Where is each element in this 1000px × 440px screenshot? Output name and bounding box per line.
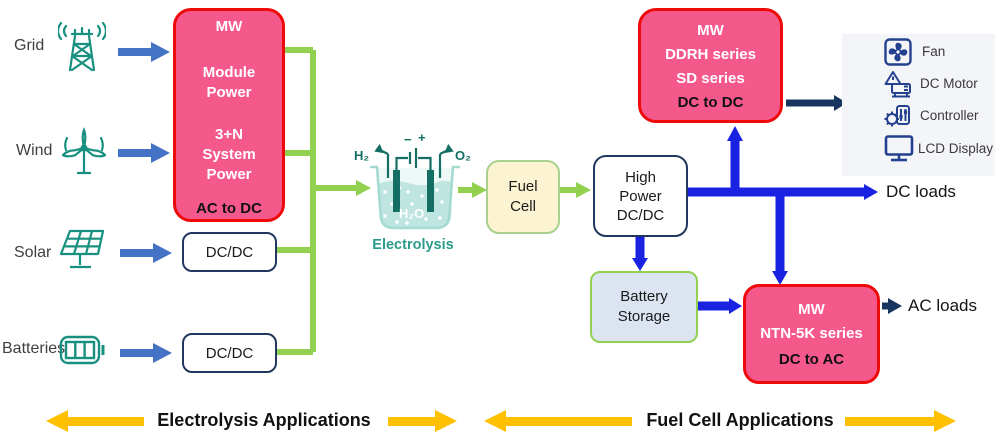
minus-terminal-label: −	[404, 132, 412, 147]
battery-storage-box: Battery Storage	[590, 271, 698, 343]
rectifier-line: Power	[206, 166, 252, 183]
navy-arrowheads	[834, 95, 902, 314]
green-bus-lines	[277, 47, 576, 355]
beaker-outline	[369, 165, 461, 230]
battery-storage-line: Storage	[617, 308, 671, 325]
wind-turbine-icon	[62, 127, 106, 175]
plus-terminal-label: +	[418, 130, 426, 145]
blue-bus-lines	[635, 140, 864, 311]
fuel-cell-applications-label: Fuel Cell Applications	[646, 410, 834, 430]
fuel-cell-line: Cell	[510, 198, 536, 215]
high-power-line: DC/DC	[616, 206, 665, 224]
rectifier-line: 3+N	[215, 126, 243, 143]
fan-icon	[884, 38, 912, 66]
inverter-mode: DC to AC	[778, 351, 845, 368]
h2-label: H₂	[354, 148, 369, 163]
rectifier-mode: AC to DC	[196, 200, 262, 217]
rectifier-line: Module	[202, 64, 256, 81]
converter-title: MW	[697, 22, 724, 39]
electrodes	[374, 143, 454, 212]
wind-input-arrow	[118, 143, 170, 163]
electrolysis-beaker-illustration: − + H₂ O₂ H₂O	[354, 130, 471, 230]
controller-label: Controller	[920, 108, 979, 123]
dc-loads-panel	[842, 34, 995, 176]
grid-input-arrow	[118, 42, 170, 62]
rectifier-title: MW	[215, 18, 243, 35]
fuel-cell-box: Fuel Cell	[486, 160, 560, 234]
h2o-label: H₂O	[399, 206, 424, 221]
wind-label: Wind	[16, 142, 53, 159]
high-power-dcdc-box: High Power DC/DC	[593, 155, 688, 237]
green-arrowheads	[356, 180, 591, 198]
solar-label: Solar	[14, 244, 52, 261]
battery-storage-line: Battery	[620, 288, 668, 305]
rectifier-line: Power	[206, 84, 252, 101]
grid-tower-icon	[58, 21, 106, 72]
ac-loads-label: AC loads	[908, 296, 977, 315]
dc-loads-label: DC loads	[886, 182, 956, 201]
high-power-line: Power	[619, 187, 662, 205]
navy-lines	[786, 99, 888, 310]
mw-ntn-inverter-box: MW NTN-5K series DC to AC	[743, 284, 880, 384]
lcd-display-icon	[884, 135, 914, 162]
converter-mode: DC to DC	[677, 94, 744, 111]
inverter-series: NTN-5K series	[760, 325, 863, 342]
rectifier-line: System	[202, 146, 256, 163]
inverter-title: MW	[798, 301, 825, 318]
dcdc-label: DC/DC	[205, 243, 254, 261]
batteries-label: Batteries	[2, 340, 66, 357]
o2-label: O₂	[455, 148, 471, 163]
dc-motor-label: DC Motor	[920, 76, 978, 91]
mw-ddrh-converter-box: MW DDRH series SD series DC to DC	[638, 8, 783, 123]
controller-icon	[884, 105, 910, 127]
high-power-line: High	[625, 168, 656, 186]
batteries-dcdc-box: DC/DC	[182, 333, 277, 373]
dc-motor-icon	[884, 71, 911, 98]
footer-arrows	[46, 410, 956, 432]
solar-dcdc-box: DC/DC	[182, 232, 277, 272]
dcdc-label: DC/DC	[205, 344, 254, 362]
lcd-display-label: LCD Display	[918, 141, 994, 156]
converter-series: SD series	[676, 70, 745, 87]
solar-input-arrow	[120, 243, 172, 263]
batteries-input-arrow	[120, 343, 172, 363]
fuel-cell-line: Fuel	[508, 178, 538, 195]
electrolysis-applications-label: Electrolysis Applications	[157, 410, 371, 430]
battery-icon	[59, 335, 105, 365]
mw-rectifier-box: MW Module Power 3+N System Power AC to D…	[173, 8, 285, 222]
solar-panel-icon	[59, 229, 105, 269]
fan-label: Fan	[922, 44, 946, 59]
electrolysis-caption: Electrolysis	[372, 237, 454, 253]
blue-arrowheads	[632, 126, 878, 314]
grid-label: Grid	[14, 37, 45, 54]
converter-series: DDRH series	[665, 46, 756, 63]
